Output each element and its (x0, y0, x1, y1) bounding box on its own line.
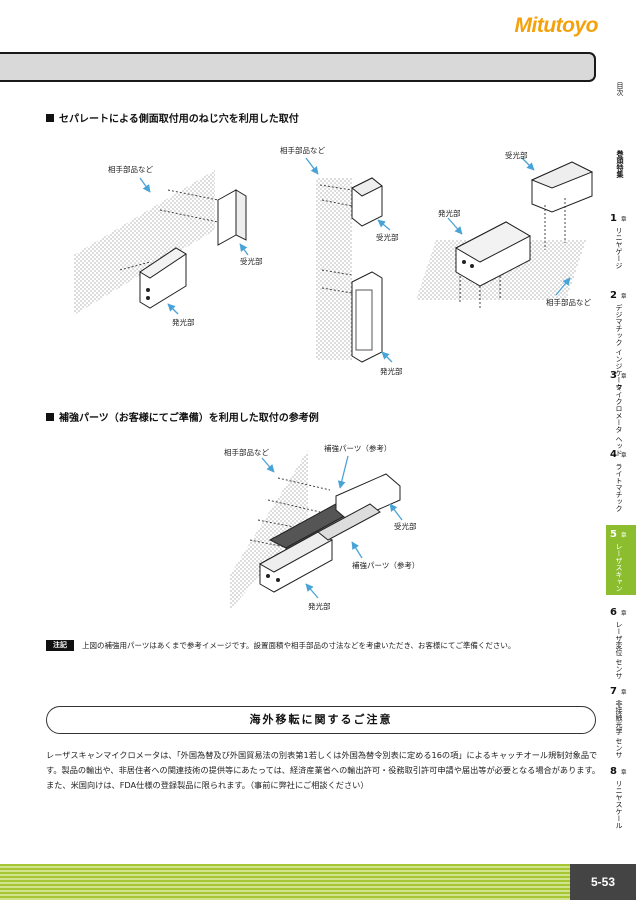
label-emitter-4: 発光部 (308, 602, 331, 611)
chapter-title: レーザスキャン マイクロメータ (615, 543, 623, 644)
chapter-suffix: 章 (621, 533, 627, 539)
chapter-num: 2 (610, 290, 617, 301)
chapter-num: 7 (610, 686, 617, 697)
chapter-suffix: 章 (621, 374, 627, 380)
note-badge: 注記 (46, 640, 74, 651)
chapter-suffix: 章 (621, 217, 627, 223)
export-notice-title: 海外移転に関するご注意 (46, 706, 596, 734)
chapter-num: 3 (610, 370, 617, 381)
chapter-title: 非接触光学 センサ (615, 700, 623, 759)
sidebar-feature[interactable]: 巻頭特集 (616, 150, 624, 178)
label-emitter-3: 発光部 (438, 209, 461, 218)
section1-title: セパレートによる側面取付用のねじ穴を利用した取付 (46, 110, 299, 125)
diagram-side-mount-left (74, 170, 249, 315)
square-bullet-icon (46, 413, 54, 421)
diagram-reinforcement (230, 450, 403, 610)
diagram-side-mount-middle (305, 157, 393, 363)
label-partner-4: 相手部品など (224, 448, 269, 457)
chapter-title: デジマチック インジケータ (615, 304, 623, 391)
square-bullet-icon (46, 114, 54, 122)
sidebar-toc[interactable]: 目次 (616, 82, 624, 96)
chapter-title: リニヤゲージ (615, 227, 623, 269)
label-emitter-1: 発光部 (172, 318, 195, 327)
section2-title-text: 補強パーツ（お客様にてご準備）を利用した取付の参考例 (59, 413, 319, 424)
label-reinforce-1: 補強パーツ（参考） (324, 444, 392, 453)
partner-surface (316, 178, 352, 360)
chapter-suffix: 章 (621, 611, 627, 617)
mitutoyo-logo: Mitutoyo (514, 14, 599, 37)
chapter-suffix: 章 (621, 690, 627, 696)
chapter-title: レーザ変位 センサ (615, 621, 623, 680)
chapter-num: 6 (610, 607, 617, 618)
section2-title: 補強パーツ（お客様にてご準備）を利用した取付の参考例 (46, 409, 319, 424)
chapter-num: 5 (610, 529, 617, 540)
label-receiver-3: 受光部 (505, 151, 528, 160)
chapter-title: マイクロメータ ヘッド (615, 384, 623, 457)
section1-title-text: セパレートによる側面取付用のねじ穴を利用した取付 (59, 114, 299, 125)
label-emitter-2: 発光部 (380, 367, 403, 376)
chapter-num: 1 (610, 213, 617, 224)
chapter-num: 4 (610, 449, 617, 460)
chapter-suffix: 章 (621, 294, 627, 300)
export-notice-body: レーザスキャンマイクロメータは、「外国為替及び外国貿易法の別表第1若しくは外国為… (46, 750, 601, 790)
label-partner-2: 相手部品など (280, 146, 325, 155)
emitter-unit-1 (139, 247, 187, 309)
diagram-bottom-mount-right (416, 157, 594, 310)
label-receiver-2: 受光部 (376, 233, 399, 242)
chapter-title: ライトマチック (615, 463, 623, 512)
label-partner-1: 相手部品など (108, 165, 153, 174)
partner-surface (74, 170, 215, 315)
label-reinforce-2: 補強パーツ（参考） (352, 561, 420, 570)
receiver-unit-1 (217, 189, 247, 246)
chapter-title: リニヤスケール (615, 780, 623, 829)
label-partner-3: 相手部品など (546, 298, 591, 307)
page-number: 5-53 (570, 864, 636, 900)
mount-lines (119, 189, 219, 271)
footer-stripe (0, 864, 570, 900)
note-text: 上図の補強用パーツはあくまで参考イメージです。設置面積や相手部品の寸法などを考慮… (82, 641, 516, 650)
label-receiver-1: 受光部 (240, 257, 263, 266)
chapter-suffix: 章 (621, 453, 627, 459)
chapter-num: 8 (610, 766, 617, 777)
label-receiver-4: 受光部 (394, 522, 417, 531)
chapter-suffix: 章 (621, 770, 627, 776)
partner-surface (230, 450, 308, 610)
header-bar (0, 52, 596, 82)
